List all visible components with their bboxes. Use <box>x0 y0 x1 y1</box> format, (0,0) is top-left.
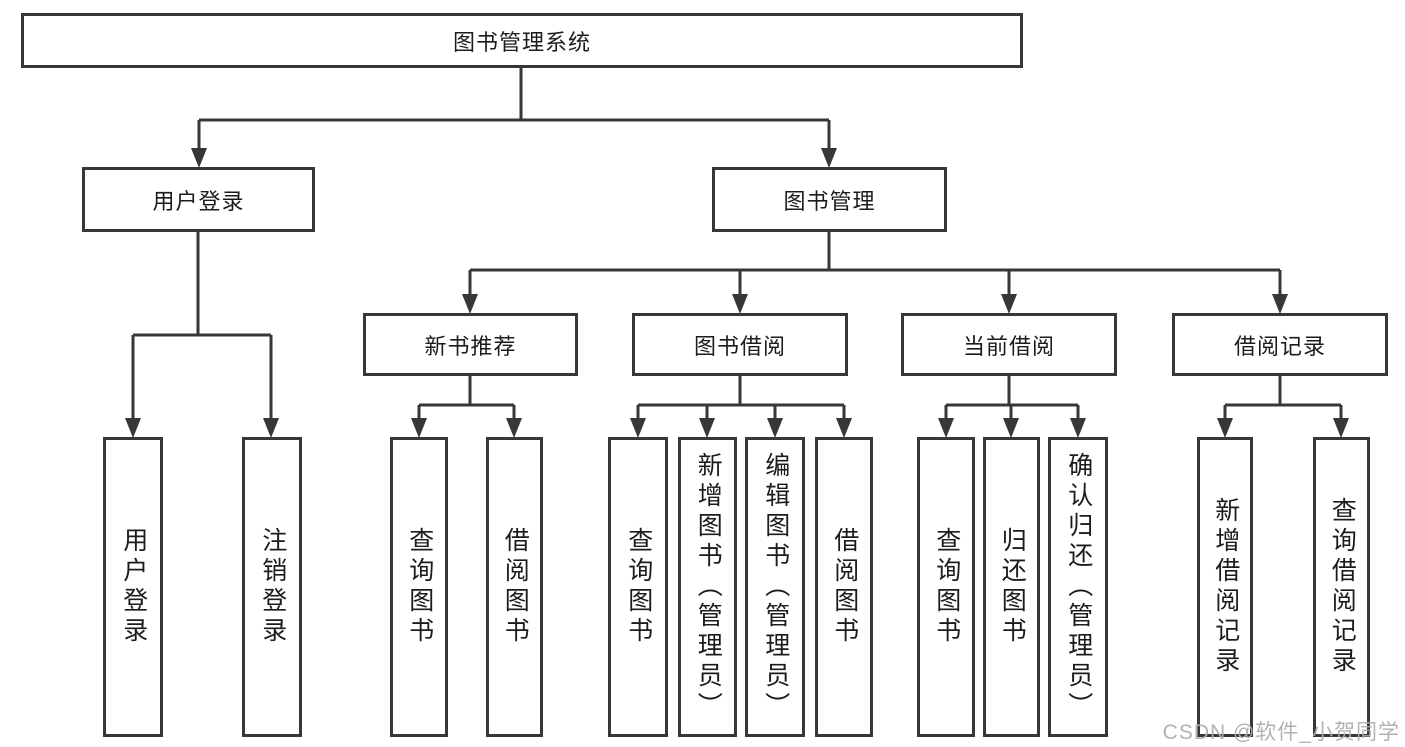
csdn-watermark: CSDN @软件_小贺同学 <box>1162 721 1400 744</box>
node-new-books: 新书推荐 <box>363 313 578 376</box>
leaf-current-query-label: 查询图书 <box>932 527 961 647</box>
leaf-current-confirm: 确认归还（管理员） <box>1048 437 1108 737</box>
leaf-current-return: 归还图书 <box>983 437 1040 737</box>
leaf-records-query: 查询借阅记录 <box>1313 437 1370 737</box>
leaf-records-add-label: 新增借阅记录 <box>1211 497 1240 677</box>
leaf-borrow-add-label: 新增图书（管理员） <box>694 452 723 722</box>
leaf-borrow-query-label: 查询图书 <box>624 527 653 647</box>
node-book-mgmt-label: 图书管理 <box>783 188 876 214</box>
leaf-borrow-query: 查询图书 <box>608 437 668 737</box>
node-user-login: 用户登录 <box>82 167 315 232</box>
leaf-borrow-edit-label: 编辑图书（管理员） <box>761 452 790 722</box>
node-book-borrow-label: 图书借阅 <box>693 333 786 359</box>
leaf-borrow-add: 新增图书（管理员） <box>678 437 737 737</box>
leaf-newbooks-query: 查询图书 <box>390 437 448 737</box>
node-borrow-records-label: 借阅记录 <box>1233 333 1326 359</box>
leaf-logout-label: 注销登录 <box>258 527 287 647</box>
leaf-borrow-borrow: 借阅图书 <box>815 437 873 737</box>
node-root: 图书管理系统 <box>21 13 1023 68</box>
leaf-newbooks-borrow-label: 借阅图书 <box>501 527 530 647</box>
arrowhead-icons <box>125 148 1349 438</box>
node-user-login-label: 用户登录 <box>152 188 245 214</box>
node-current-borrow-label: 当前借阅 <box>962 333 1055 359</box>
leaf-records-query-label: 查询借阅记录 <box>1328 497 1357 677</box>
leaf-user-login: 用户登录 <box>103 437 163 737</box>
node-root-label: 图书管理系统 <box>452 29 591 55</box>
leaf-borrow-edit: 编辑图书（管理员） <box>745 437 805 737</box>
leaf-current-confirm-label: 确认归还（管理员） <box>1064 452 1093 722</box>
leaf-current-return-label: 归还图书 <box>998 527 1027 647</box>
node-book-mgmt: 图书管理 <box>712 167 947 232</box>
leaf-newbooks-query-label: 查询图书 <box>405 527 434 647</box>
leaf-records-add: 新增借阅记录 <box>1197 437 1253 737</box>
leaf-current-query: 查询图书 <box>917 437 975 737</box>
node-new-books-label: 新书推荐 <box>424 333 517 359</box>
node-book-borrow: 图书借阅 <box>632 313 848 376</box>
leaf-newbooks-borrow: 借阅图书 <box>486 437 543 737</box>
node-borrow-records: 借阅记录 <box>1172 313 1388 376</box>
leaf-user-login-label: 用户登录 <box>119 527 148 647</box>
leaf-logout: 注销登录 <box>242 437 302 737</box>
node-current-borrow: 当前借阅 <box>901 313 1117 376</box>
leaf-borrow-borrow-label: 借阅图书 <box>830 527 859 647</box>
